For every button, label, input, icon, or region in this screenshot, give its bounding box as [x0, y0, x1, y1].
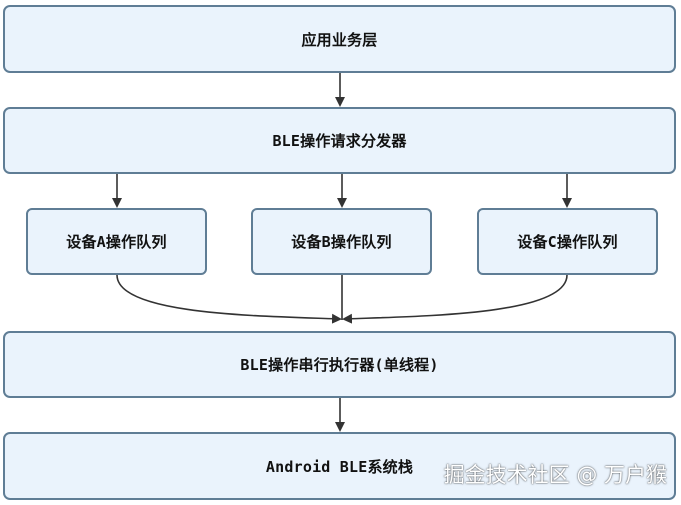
edge-queue-a-to-executor [116, 274, 342, 324]
node-queue-a: 设备A操作队列 [26, 208, 207, 275]
node-queue-c: 设备C操作队列 [477, 208, 658, 275]
node-queue-a-label: 设备A操作队列 [66, 233, 167, 251]
node-queue-c-label: 设备C操作队列 [517, 233, 618, 251]
node-dispatcher: BLE操作请求分发器 [3, 107, 676, 174]
node-executor: BLE操作串行执行器(单线程) [3, 331, 676, 398]
edge-queue-c-to-executor [342, 274, 568, 324]
node-queue-b-label: 设备B操作队列 [291, 233, 392, 251]
watermark-text: 掘金技术社区 @ 万户猴 [443, 463, 667, 487]
node-queue-b: 设备B操作队列 [251, 208, 432, 275]
node-android-ble-stack-label: Android BLE系统栈 [265, 457, 414, 476]
node-app-layer-label: 应用业务层 [301, 30, 378, 49]
node-executor-label: BLE操作串行执行器(单线程) [240, 356, 439, 374]
node-app-layer: 应用业务层 [3, 5, 676, 73]
node-dispatcher-label: BLE操作请求分发器 [272, 132, 407, 150]
node-android-ble-stack: Android BLE系统栈 [3, 432, 676, 500]
